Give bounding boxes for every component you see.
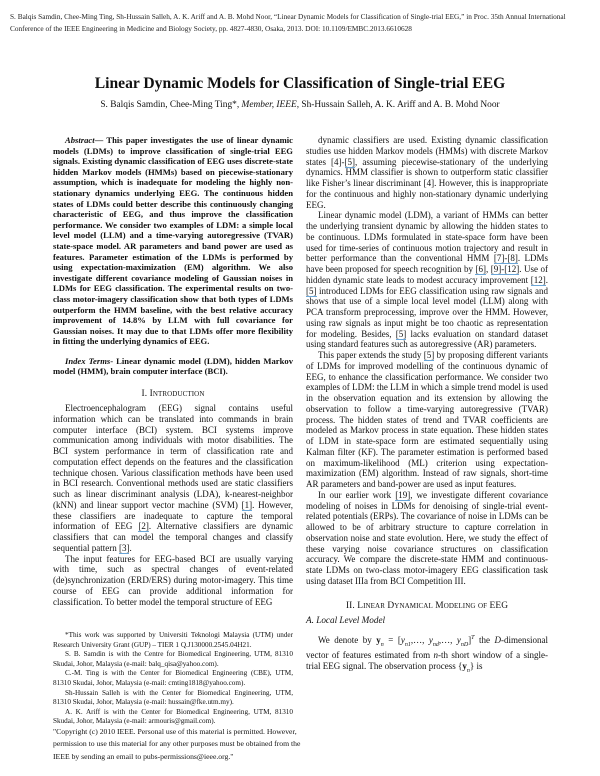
text-run: , assuming piecewise-stationary of the u… <box>306 156 548 210</box>
text-run: . LDMs have been proposed for speech rec… <box>306 253 548 274</box>
body-paragraph: We denote by yn = [yn1,…, ynd,…, ynD]T t… <box>306 633 548 677</box>
citation-link[interactable]: [7]-[8] <box>493 253 518 265</box>
math-subscript: n <box>466 667 470 674</box>
citation-link[interactable]: [3] <box>118 542 130 554</box>
text-run: . Alternative classifiers are dynamic cl… <box>53 521 293 553</box>
math-superscript: T <box>471 634 475 641</box>
citation-link[interactable]: [5] <box>306 285 317 297</box>
right-column: dynamic classifiers are used. Existing d… <box>306 135 548 676</box>
index-terms-label: Index Terms <box>65 355 111 366</box>
footnote: S. B. Samdin is with the Centre for Biom… <box>53 650 293 668</box>
copyright-notice: "Copyright (c) 2010 IEEE. Personal use o… <box>53 726 303 763</box>
text-run: In our earlier work <box>318 489 396 500</box>
subsection-heading-local-level-model: A. Local Level Model <box>306 614 386 625</box>
index-terms: Index Terms- Linear dynamic model (LDM),… <box>53 356 293 377</box>
math-symbol: D <box>494 634 502 645</box>
text-run: the <box>474 634 495 645</box>
math-subscript: nd <box>432 641 439 648</box>
text-run: ,…, <box>410 634 429 645</box>
text-run: We denote by <box>318 634 377 645</box>
text-run: . <box>545 274 548 285</box>
citation-link[interactable]: [12] <box>530 274 546 286</box>
text-run: . However, these classifiers are inadequ… <box>53 499 294 532</box>
text-run: = [ <box>383 634 401 645</box>
abstract-label: Abstract <box>65 135 95 145</box>
body-paragraph: This paper extends the study [5] by prop… <box>306 350 548 490</box>
authors-part2: Sh-Hussain Salleh, A. K. Ariff and A. B.… <box>299 100 500 110</box>
text-run: } is <box>469 660 483 671</box>
citation-link[interactable]: [19] <box>395 489 411 501</box>
math-symbol: n <box>433 650 438 661</box>
body-paragraph: dynamic classifiers are used. Existing d… <box>306 135 548 210</box>
citation-header: S. Balqis Samdin, Chee-Ming Ting, Sh-Hus… <box>10 12 566 33</box>
text-run: This paper extends the study <box>318 350 424 360</box>
introduction-body-continued: dynamic classifiers are used. Existing d… <box>306 135 548 587</box>
body-paragraph: The input features for EEG-based BCI are… <box>53 554 293 608</box>
section-heading-linear-dynamical-modeling: II. Linear Dynamical Modeling of EEG <box>345 600 509 611</box>
citation-link[interactable]: [6] <box>475 264 486 275</box>
left-column: Abstract— This paper investigates the us… <box>53 135 293 607</box>
text-run: dynamic classifiers are used. Existing d… <box>306 135 548 167</box>
citation-link[interactable]: [5] <box>423 350 435 361</box>
footnote: Sh-Hussain Salleh is with the Center for… <box>53 688 293 707</box>
introduction-body: Electroencephalogram (EEG) signal contai… <box>53 403 293 607</box>
citation-link[interactable]: [2] <box>138 521 149 533</box>
index-terms-text: - Linear dynamic model (LDM), hidden Mar… <box>53 355 293 377</box>
math-vector: y <box>376 634 381 645</box>
text-run: Electroencephalogram (EEG) signal contai… <box>53 403 293 510</box>
text-run: -th short window of a single-trial EEG s… <box>306 650 548 671</box>
abstract-text: — This paper investigates the use of lin… <box>53 135 293 347</box>
math-vector: y <box>462 660 467 671</box>
text-run: . <box>129 542 132 553</box>
text-run: -dimensional vector of features estimate… <box>306 634 549 661</box>
copyright-text: "Copyright (c) 2010 IEEE. Personal use o… <box>53 727 301 761</box>
citation-link[interactable]: [5] <box>395 328 407 340</box>
math-symbol: y <box>428 634 433 645</box>
text-run: ] <box>468 634 472 645</box>
footnote: C.-M. Ting is with the Center for Biomed… <box>53 669 293 687</box>
text-run: . Use of hidden dynamic state leads to m… <box>306 264 549 285</box>
math-symbol: y <box>400 634 405 645</box>
author-list: S. Balqis Samdin, Chee-Ming Ting*, Membe… <box>0 100 600 110</box>
text-run: introduced LDMs for EEG classification u… <box>306 285 548 339</box>
section-heading-introduction: I. Introduction <box>141 389 205 400</box>
citation-link[interactable]: [5] <box>344 156 356 168</box>
math-subscript: n <box>380 641 384 648</box>
body-paragraph: In our earlier work [19], we investigate… <box>306 489 548 587</box>
footnote: *This work was supported by Universiti T… <box>53 631 293 649</box>
body-paragraph: Electroencephalogram (EEG) signal contai… <box>53 403 293 554</box>
math-subscript: n1 <box>404 641 411 648</box>
authors-part1: S. Balqis Samdin, Chee-Ming Ting*, <box>100 100 242 110</box>
footnotes: *This work was supported by Universiti T… <box>53 631 293 727</box>
paper-title: Linear Dynamic Models for Classification… <box>94 75 506 92</box>
body-paragraph: Linear dynamic model (LDM), a variant of… <box>306 210 548 350</box>
author-membership: Member, IEEE, <box>241 100 300 110</box>
math-subscript: nD <box>460 641 469 648</box>
text-run: by proposing different variants of LDMs … <box>306 350 548 489</box>
text-run: ,…, <box>438 634 457 645</box>
text-run: , <box>485 264 491 274</box>
footnote: A. K. Ariff is with the Center for Biome… <box>53 707 293 726</box>
text-run: Linear dynamic model (LDM), a variant of… <box>306 210 548 264</box>
math-symbol: y <box>456 634 461 645</box>
text-run: lacks evaluation on standard dataset usi… <box>306 328 548 350</box>
abstract: Abstract— This paper investigates the us… <box>53 135 293 347</box>
text-run: The input features for EEG-based BCI are… <box>53 553 293 607</box>
text-run: , we investigate different covariance mo… <box>306 489 548 586</box>
citation-link[interactable]: [9]-[12] <box>490 264 520 275</box>
citation-link[interactable]: [1] <box>241 499 253 511</box>
